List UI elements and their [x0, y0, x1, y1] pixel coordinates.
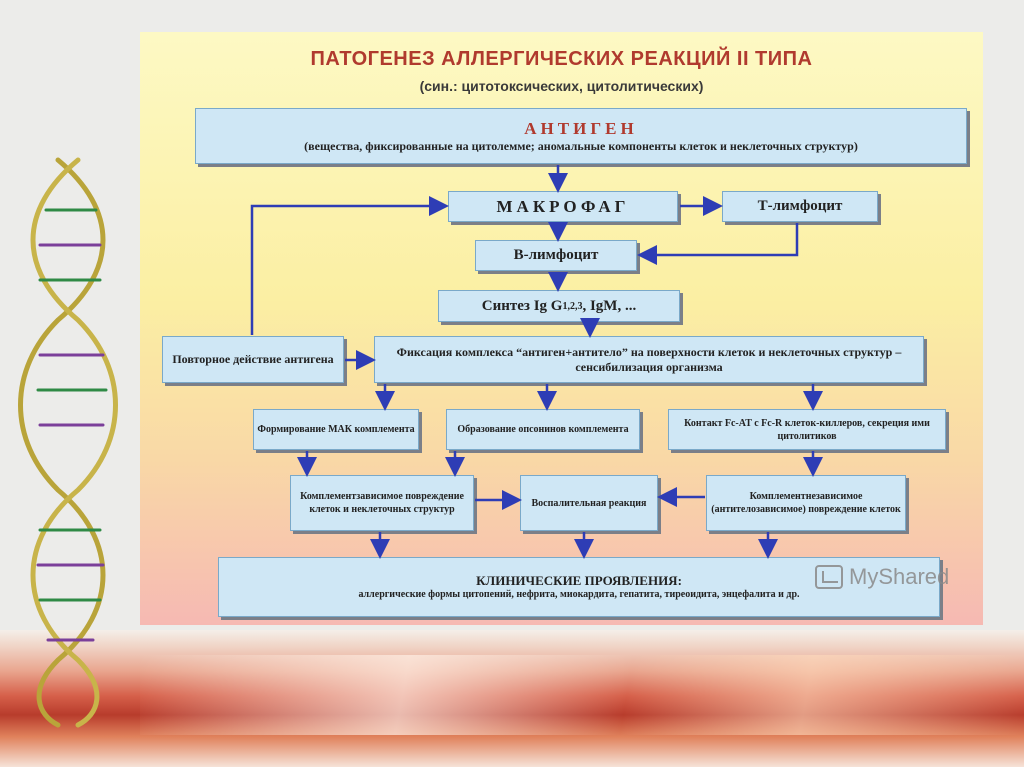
watermark: MyShared	[815, 562, 949, 592]
repeat-antigen-box: Повторное действие антигена	[162, 336, 344, 383]
complement-independent-box: Комплементнезависимое (антителозависимое…	[706, 475, 906, 531]
watermark-text: MyShared	[849, 564, 950, 589]
b-lymphocyte-label: В-лимфоцит	[513, 247, 599, 263]
clinical-title: КЛИНИЧЕСКИЕ ПРОЯВЛЕНИЯ:	[476, 573, 682, 588]
inflammatory-label: Воспалительная реакция	[531, 497, 647, 509]
clinical-text: аллергические формы цитопений, нефрита, …	[358, 589, 800, 600]
contact-label: Контакт Fc-AT с Fc-R клеток-киллеров, се…	[684, 417, 930, 442]
chart-icon	[815, 565, 843, 589]
opsonins-label: Образование опсонинов комплемента	[457, 424, 629, 435]
mac-label: Формирование МАК комплемента	[257, 424, 415, 435]
antigen-text: (вещества, фиксированные на цитолемме; а…	[304, 138, 858, 153]
fixation-label: Фиксация комплекса “антиген+антитело” на…	[396, 344, 902, 374]
macrophage-box: МАКРОФАГ	[448, 191, 678, 222]
antigen-box: АНТИГЕН (вещества, фиксированные на цито…	[195, 108, 967, 164]
t-lymphocyte-box: Т-лимфоцит	[722, 191, 878, 222]
contact-box: Контакт Fc-AT с Fc-R клеток-киллеров, се…	[668, 409, 946, 450]
slide-title: ПАТОГЕНЕЗ АЛЛЕРГИЧЕСКИХ РЕАКЦИЙ II ТИПА	[310, 48, 813, 70]
b-lymphocyte-box: В-лимфоцит	[475, 240, 637, 271]
slide-subtitle: (син.: цитотоксических, цитолитических)	[419, 78, 704, 94]
opsonins-box: Образование опсонинов комплемента	[446, 409, 640, 450]
clinical-box: КЛИНИЧЕСКИЕ ПРОЯВЛЕНИЯ: аллергические фо…	[218, 557, 940, 617]
fixation-box: Фиксация комплекса “антиген+антитело” на…	[374, 336, 924, 383]
background-streak	[140, 655, 1024, 735]
mac-box: Формирование МАК комплемента	[253, 409, 419, 450]
t-lymphocyte-label: Т-лимфоцит	[757, 198, 843, 214]
synthesis-suffix: , IgM, ...	[582, 297, 637, 314]
synthesis-prefix: Синтез Ig G	[481, 297, 563, 314]
macrophage-label: МАКРОФАГ	[496, 196, 630, 216]
dna-helix-image	[18, 157, 118, 728]
inflammatory-box: Воспалительная реакция	[520, 475, 658, 531]
synthesis-subscript: 1,2,3	[562, 300, 583, 312]
repeat-antigen-label: Повторное действие антигена	[172, 352, 334, 366]
antigen-title: АНТИГЕН	[524, 118, 638, 138]
complement-dependent-box: Комплементзависимое повреждение клеток и…	[290, 475, 474, 531]
complement-dependent-label: Комплементзависимое повреждение клеток и…	[300, 491, 464, 515]
complement-independent-label: Комплементнезависимое (антителозависимое…	[711, 491, 901, 515]
